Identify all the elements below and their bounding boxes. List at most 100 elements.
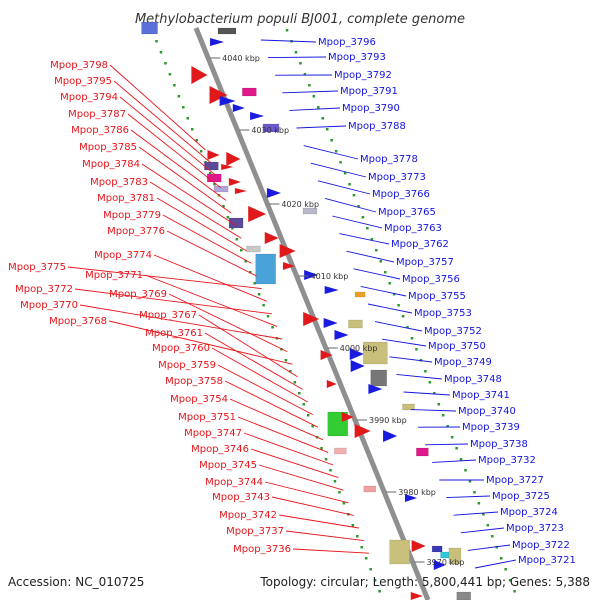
right-gene-label: Mpop_3778 — [360, 154, 418, 165]
left-label-leader — [250, 448, 339, 479]
left-gene-label: Mpop_3772 — [15, 284, 73, 295]
left-label-leader — [149, 181, 242, 239]
right-label-leader — [317, 180, 371, 195]
left-gene-label: Mpop_3770 — [20, 300, 78, 311]
gene-block — [389, 539, 410, 565]
left-gene-label: Mpop_3760 — [152, 343, 210, 354]
track-dot — [312, 95, 316, 98]
left-label-leader — [113, 80, 211, 163]
left-gene-label: Mpop_3737 — [226, 526, 284, 537]
track-dot — [366, 227, 369, 230]
gene-block — [213, 185, 229, 193]
left-label-leader — [156, 197, 247, 252]
left-label-leader — [162, 214, 252, 264]
track-dot — [289, 370, 292, 373]
gene-arrow — [232, 104, 245, 112]
left-label-leader — [168, 293, 288, 353]
track-dot — [325, 128, 329, 131]
track-dot — [339, 161, 342, 164]
left-label-leader — [258, 464, 344, 491]
right-label-leader — [446, 495, 491, 499]
gene-block — [363, 341, 388, 365]
right-gene-label: Mpop_3792 — [334, 70, 392, 81]
left-label-leader — [109, 64, 206, 151]
left-label-leader — [264, 481, 349, 504]
gene-arrow — [210, 38, 225, 46]
right-label-leader — [453, 511, 499, 516]
track-dot — [477, 502, 481, 505]
track-dot — [406, 326, 409, 329]
gene-arrow — [303, 312, 320, 326]
track-dot — [226, 216, 230, 219]
right-label-leader — [382, 338, 427, 347]
track-dot — [177, 95, 181, 98]
left-label-leader — [243, 432, 334, 466]
right-gene-label: Mpop_3741 — [452, 390, 510, 401]
track-dot — [343, 172, 347, 175]
track-dot — [285, 29, 289, 32]
right-label-leader — [268, 56, 327, 59]
gene-arrow — [383, 430, 398, 442]
track-dot — [455, 447, 458, 450]
track-dot — [375, 249, 378, 252]
track-dot — [231, 227, 234, 230]
genome-backbone — [193, 27, 431, 600]
gene-block — [431, 545, 443, 553]
left-gene-label: Mpop_3785 — [79, 142, 137, 153]
track-dot — [311, 425, 314, 428]
gene-arrow — [266, 188, 281, 198]
track-dot — [482, 513, 485, 516]
gene-arrow — [323, 318, 338, 328]
right-gene-label: Mpop_3757 — [396, 257, 454, 268]
left-gene-label: Mpop_3742 — [219, 510, 277, 521]
right-gene-label: Mpop_3725 — [492, 491, 550, 502]
gene-features — [141, 21, 472, 600]
track-dot — [338, 491, 341, 494]
gene-arrow — [219, 96, 236, 106]
left-gene-label: Mpop_3798 — [50, 60, 108, 71]
track-dot — [437, 403, 441, 406]
gene-block — [204, 161, 219, 171]
right-label-leader — [346, 250, 395, 263]
left-label-leader — [237, 416, 329, 453]
right-label-leader — [296, 125, 347, 129]
gene-arrow — [334, 330, 349, 340]
track-dot — [333, 480, 337, 483]
track-dot — [257, 293, 261, 296]
track-dot — [262, 304, 265, 307]
right-gene-label: Mpop_3762 — [391, 239, 449, 250]
track-dot — [464, 469, 467, 472]
gene-arrow — [282, 262, 295, 270]
right-label-leader — [360, 285, 407, 297]
gene-arrow — [234, 188, 247, 194]
track-dot — [284, 359, 288, 362]
left-gene-label: Mpop_3781 — [97, 193, 155, 204]
gene-arrow — [207, 150, 220, 160]
kbp-tick-label: 4030 kbp — [251, 126, 289, 135]
track-dot — [208, 172, 212, 175]
right-gene-label: Mpop_3793 — [328, 52, 386, 63]
right-label-leader — [282, 90, 339, 94]
gene-block — [206, 173, 222, 183]
track-dot — [293, 381, 297, 384]
right-label-leader — [460, 527, 505, 534]
track-dot — [415, 348, 418, 351]
left-gene-label: Mpop_3759 — [158, 360, 216, 371]
left-label-leader — [130, 129, 227, 201]
left-gene-label: Mpop_3795 — [54, 76, 112, 87]
track-dot — [164, 62, 167, 65]
right-label-leader — [467, 544, 511, 551]
left-label-leader — [211, 347, 308, 403]
right-label-leader — [474, 559, 517, 569]
right-label-leader — [303, 145, 359, 160]
left-gene-label: Mpop_3743 — [212, 492, 270, 503]
track-dot — [173, 84, 176, 87]
track-dot — [401, 315, 405, 318]
gene-block — [363, 485, 377, 493]
right-label-leader — [289, 107, 341, 111]
right-label-leader — [339, 233, 390, 245]
gene-block — [246, 245, 261, 253]
left-gene-label: Mpop_3787 — [68, 109, 126, 120]
track-dot — [370, 238, 374, 241]
left-gene-label: Mpop_3747 — [184, 428, 242, 439]
